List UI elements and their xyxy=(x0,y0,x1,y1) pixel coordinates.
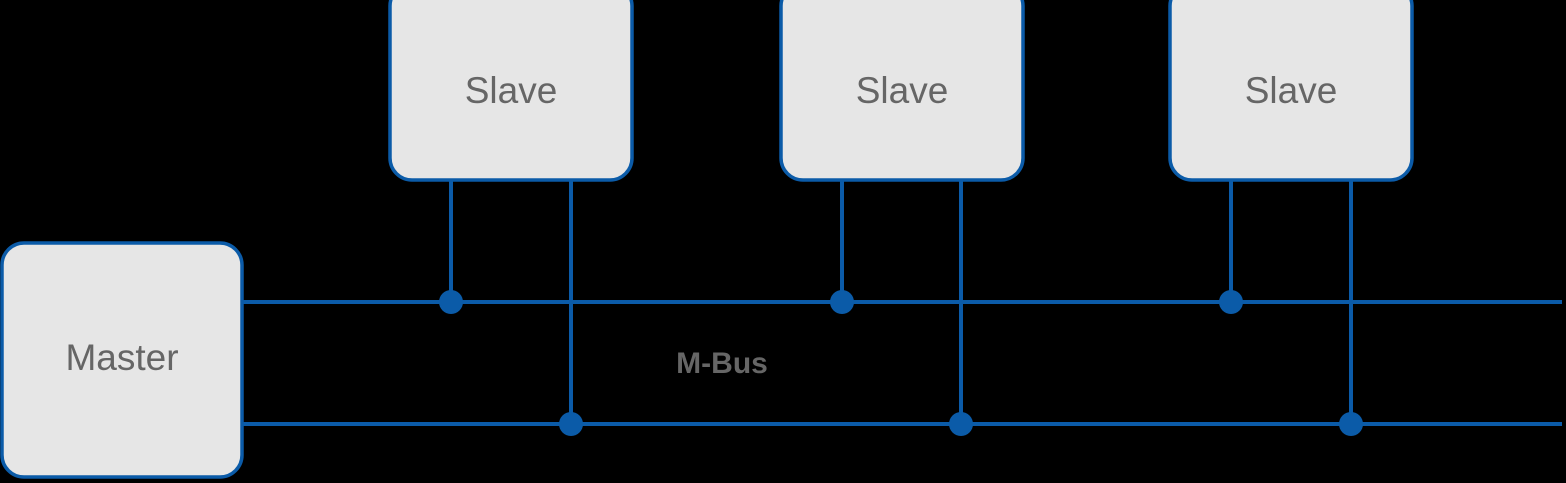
master-node[interactable]: Master xyxy=(0,241,244,479)
slave-node-3-box xyxy=(1168,0,1414,182)
slave-node-2-box xyxy=(779,0,1025,182)
junction-dot-bottom-1 xyxy=(559,412,583,436)
junction-dot-top-2 xyxy=(830,290,854,314)
master-node-label: Master xyxy=(65,337,178,378)
junction-dot-bottom-2 xyxy=(949,412,973,436)
junction-dot-bottom-3 xyxy=(1339,412,1363,436)
slave-node-3[interactable]: Slave xyxy=(1168,0,1414,182)
slave-node-2[interactable]: Slave xyxy=(779,0,1025,182)
junction-dot-top-3 xyxy=(1219,290,1243,314)
slave-node-1-label: Slave xyxy=(465,70,558,111)
slave-node-3-label: Slave xyxy=(1245,70,1338,111)
mbus-label: M-Bus xyxy=(676,347,768,380)
junction-dot-top-1 xyxy=(439,290,463,314)
master-node-box xyxy=(0,241,244,479)
slave-node-1[interactable]: Slave xyxy=(388,0,634,182)
slave-node-1-box xyxy=(388,0,634,182)
slave-node-2-label: Slave xyxy=(856,70,949,111)
